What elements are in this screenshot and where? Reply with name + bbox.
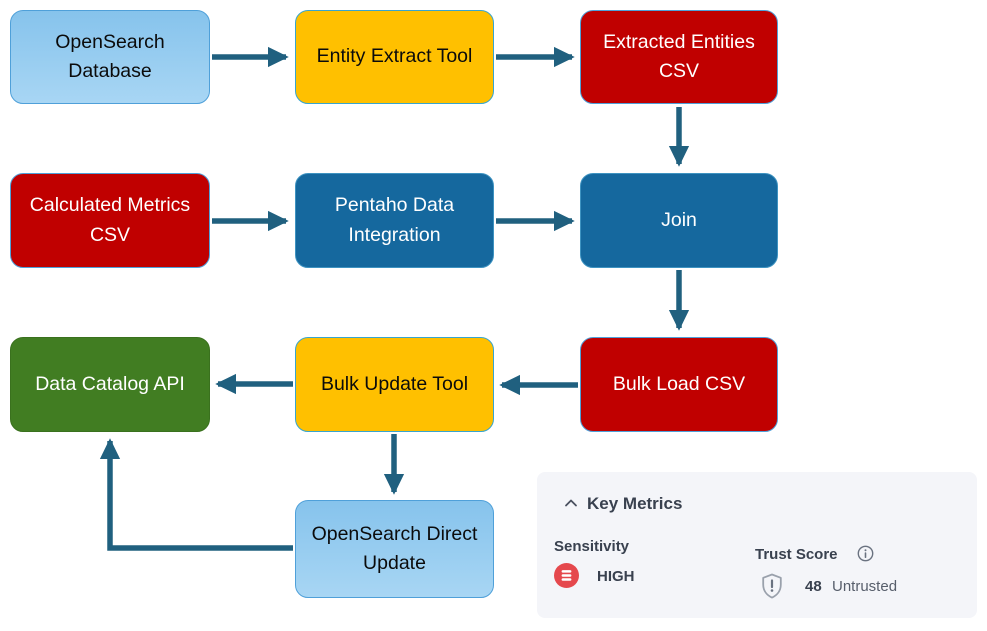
arrow-directupdate-to-catalog (99, 438, 293, 551)
trust-score-status: Untrusted (832, 578, 898, 595)
shield-warning-icon (761, 573, 783, 599)
trust-score-value: 48 (805, 578, 822, 595)
node-bulk-load-csv[interactable]: Bulk Load CSV (580, 337, 778, 432)
node-opensearch-database[interactable]: OpenSearch Database (10, 10, 210, 104)
sensitivity-value: HIGH (597, 568, 635, 585)
node-join[interactable]: Join (580, 173, 778, 268)
node-pentaho-data-integration[interactable]: Pentaho Data Integration (295, 173, 494, 268)
collapse-panel-button[interactable] (563, 497, 579, 509)
chevron-up-icon (565, 499, 577, 507)
node-bulk-update-tool[interactable]: Bulk Update Tool (295, 337, 494, 432)
node-data-catalog-api[interactable]: Data Catalog API (10, 337, 210, 432)
panel-title: Key Metrics (587, 494, 683, 513)
key-metrics-panel: Key Metrics Sensitivity HIGH Trust Score (537, 472, 977, 618)
node-opensearch-direct-update[interactable]: OpenSearch Direct Update (295, 500, 494, 598)
node-entity-extract-tool[interactable]: Entity Extract Tool (295, 10, 494, 104)
sensitivity-high-badge-icon (554, 563, 579, 588)
trust-score-label: Trust Score (755, 546, 838, 563)
node-calculated-metrics-csv[interactable]: Calculated Metrics CSV (10, 173, 210, 268)
node-extracted-entities-csv[interactable]: Extracted Entities CSV (580, 10, 778, 104)
sensitivity-label: Sensitivity (554, 538, 630, 555)
info-icon[interactable] (857, 545, 874, 562)
